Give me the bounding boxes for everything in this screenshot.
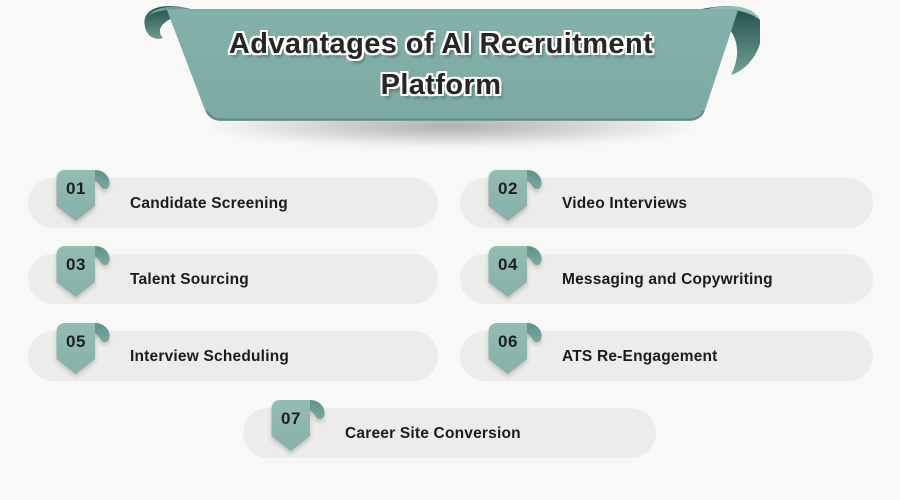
item-label: Interview Scheduling [130, 348, 290, 365]
page-title-line1: Advantages of AI Recruitment [228, 28, 654, 60]
ribbon-badge-icon [56, 246, 110, 297]
item-number: 04 [498, 255, 518, 274]
item-number: 01 [66, 179, 86, 198]
ribbon-badge-icon [488, 246, 542, 297]
item-messaging-and-copywriting: 04 Messaging and Copywriting [460, 246, 873, 304]
item-career-site-conversion: 07 Career Site Conversion [243, 400, 656, 458]
ribbon-badge-icon [271, 400, 325, 451]
item-label: Candidate Screening [130, 195, 288, 212]
ribbon-badge-icon [56, 170, 110, 221]
item-interview-scheduling: 05 Interview Scheduling [28, 323, 438, 381]
item-talent-sourcing: 03 Talent Sourcing [28, 246, 438, 304]
item-label: Video Interviews [562, 195, 688, 212]
item-number: 05 [66, 332, 86, 351]
ribbon-banner-icon [144, 6, 760, 121]
item-label: Messaging and Copywriting [562, 271, 773, 288]
page-title: Advantages of AI Recruitment Platform [140, 24, 742, 106]
item-video-interviews: 02 Video Interviews [460, 170, 873, 228]
item-number: 02 [498, 179, 518, 198]
item-number: 03 [66, 255, 86, 274]
ribbon-badge-icon [488, 170, 542, 221]
title-banner: Advantages of AI Recruitment Platform [140, 0, 760, 160]
page-title-line2: Platform [380, 69, 502, 101]
item-label: Career Site Conversion [345, 425, 521, 442]
item-label: Talent Sourcing [130, 271, 249, 288]
item-ats-re-engagement: 06 ATS Re-Engagement [460, 323, 873, 381]
item-number: 07 [281, 409, 301, 428]
item-label: ATS Re-Engagement [562, 348, 718, 365]
item-number: 06 [498, 332, 518, 351]
ribbon-badge-icon [56, 323, 110, 374]
ribbon-badge-icon [488, 323, 542, 374]
item-candidate-screening: 01 Candidate Screening [28, 170, 438, 228]
